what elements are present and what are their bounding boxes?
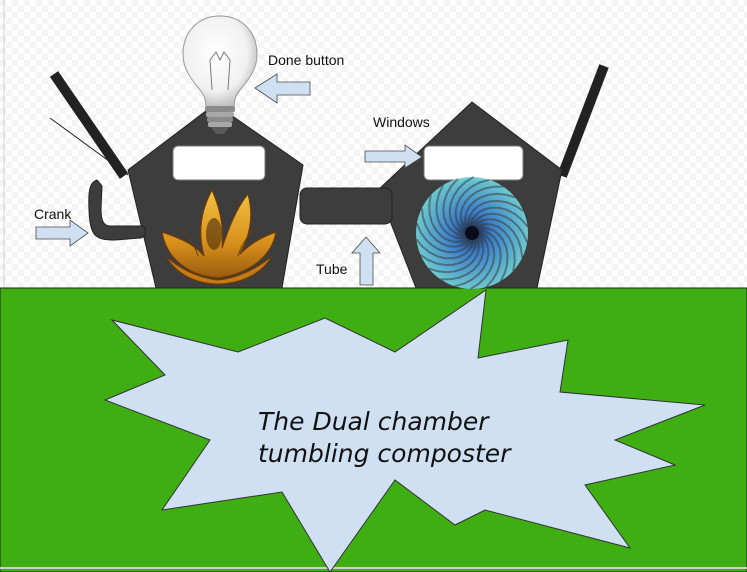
- spiral-arm: [415, 238, 475, 260]
- done-button-label: Done button: [268, 52, 344, 68]
- spiral-arm: [454, 178, 490, 232]
- spiral-arm: [420, 208, 470, 248]
- title-line-1: The Dual chamber: [258, 407, 490, 436]
- spiral-arm: [474, 218, 524, 258]
- tube-arrow: [351, 236, 381, 286]
- spiral-arm: [415, 222, 472, 254]
- spiral-arm: [442, 178, 465, 237]
- spiral-arm: [454, 234, 490, 288]
- spiral-arm: [459, 185, 504, 230]
- spiral-arm: [472, 212, 529, 244]
- right-arm: [557, 64, 609, 178]
- right-window: [423, 145, 524, 181]
- windows-label: Windows: [373, 114, 430, 130]
- title-starburst: [103, 288, 706, 572]
- spiral-arm: [469, 232, 496, 290]
- done-button-arrow: [254, 73, 311, 104]
- windows-arrow: [364, 144, 423, 169]
- left-thin-line: [49, 117, 129, 176]
- canvas-background: [0, 0, 747, 290]
- lotus-icon: [161, 188, 277, 285]
- tube-label: Tube: [316, 261, 348, 277]
- crank-handle: [88, 179, 147, 241]
- spiral-arm: [467, 199, 525, 226]
- spiral-arm: [440, 236, 485, 281]
- spiral-arm: [435, 184, 466, 240]
- spiral-arm: [428, 238, 480, 274]
- left-window: [172, 145, 266, 181]
- spiral-arm: [478, 226, 509, 282]
- spiral-arm: [448, 176, 475, 234]
- crank-label: Crank: [34, 206, 72, 222]
- spiral-arm: [476, 222, 516, 272]
- spiral-arm: [479, 229, 502, 288]
- spiral-arm: [428, 194, 468, 244]
- spiral-arm: [419, 240, 477, 267]
- left-arm: [49, 71, 129, 179]
- spiral-arm: [464, 192, 516, 228]
- crank-arrow: [35, 219, 89, 247]
- connecting-tube: [299, 187, 393, 225]
- title-line-2: tumbling composter: [258, 439, 512, 468]
- spiral-icon: [415, 176, 529, 290]
- spiral-arm: [469, 206, 529, 228]
- lightbulb-icon: [182, 15, 258, 134]
